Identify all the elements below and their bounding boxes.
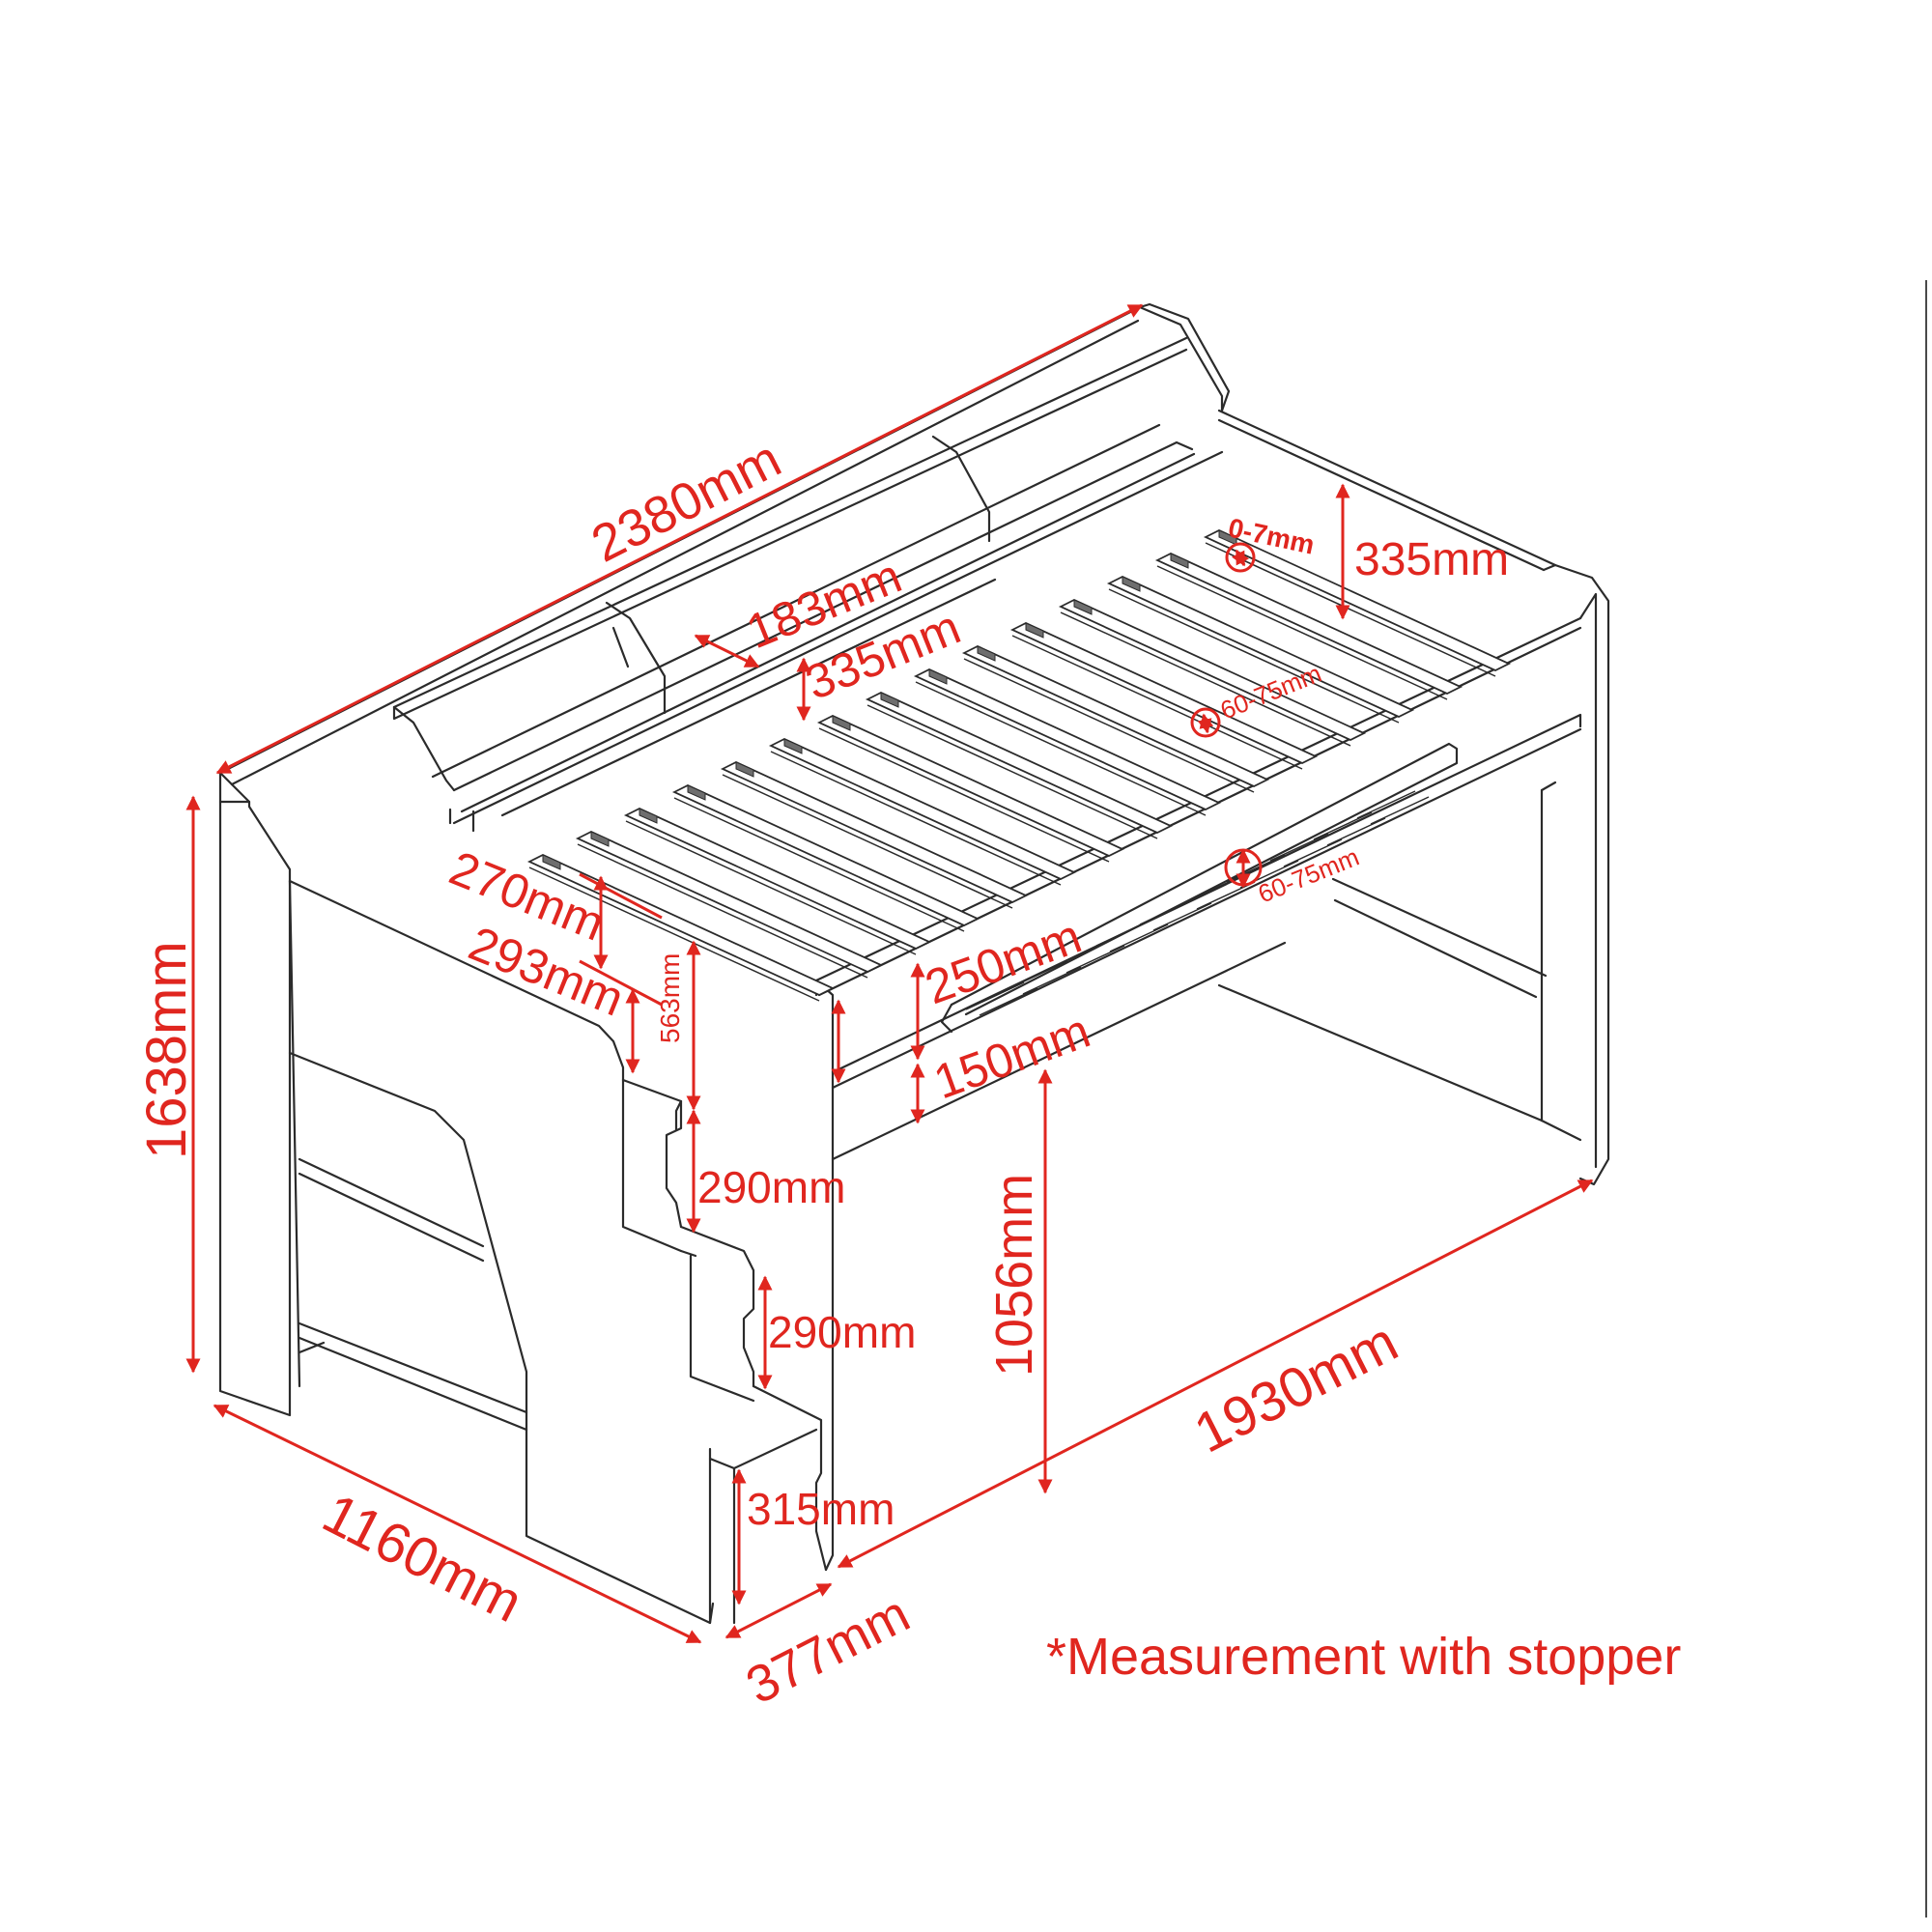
dimension-lines [185, 303, 1594, 1644]
bed-slat-edge [577, 843, 868, 979]
label-335-right: 335mm [1354, 534, 1509, 585]
dim-tick-270 [579, 872, 663, 920]
lower-slats [965, 790, 1430, 1016]
bed-slat-edge [673, 797, 965, 932]
dimension-labels: 2380mm 183mm 335mm 0-7mm 335mm 60-75mm 6… [135, 430, 1681, 1716]
dim-line-1160 [213, 1404, 702, 1644]
bed-slat [623, 808, 932, 950]
bed-slat-end-cap [687, 784, 706, 801]
label-315: 315mm [747, 1484, 895, 1534]
label-250: 250mm [919, 909, 1089, 1015]
bed-slat-edge [722, 774, 1013, 909]
dim-line-183 [694, 634, 760, 668]
bed-slat-edge [1205, 542, 1496, 677]
bed-slat-edge [867, 704, 1158, 839]
bed-drawing [218, 302, 1610, 1625]
label-290-low: 290mm [768, 1307, 916, 1357]
label-377: 377mm [737, 1584, 919, 1715]
label-60-75-lower: 60-75mm [1254, 842, 1363, 909]
bed-slat-end-cap [1170, 553, 1189, 569]
dim-line-1930 [837, 1179, 1594, 1569]
lower-slat [1052, 939, 1125, 974]
slat-indicator-circle-top [1190, 707, 1221, 738]
bed-slat-edge [1156, 565, 1448, 700]
lower-slat [1269, 833, 1343, 867]
label-1056: 1056mm [985, 1174, 1043, 1377]
lower-slat [1139, 896, 1212, 931]
left-end-panel [218, 771, 292, 883]
dim-line-2380 [215, 303, 1144, 775]
label-150: 150mm [927, 1004, 1097, 1110]
lower-slat [965, 981, 1038, 1016]
bed-slat-edge [915, 681, 1207, 816]
bed-slat-end-cap [542, 854, 561, 870]
bed-slat-edge [818, 727, 1110, 863]
bed-slat [671, 784, 980, 926]
label-1160: 1160mm [313, 1482, 532, 1634]
stair-side-panel [288, 879, 625, 1082]
bed-slat [1154, 553, 1463, 695]
footnote-measurement: *Measurement with stopper [1046, 1628, 1681, 1686]
label-1638: 1638mm [135, 941, 198, 1159]
stair-step-top [621, 1078, 683, 1229]
lower-slat [1095, 918, 1169, 952]
lower-slat [1009, 960, 1082, 995]
bed-slat-edge [528, 867, 820, 1002]
bed-slat-edge [963, 658, 1255, 793]
bed-slat-edge [1108, 588, 1400, 724]
bed-slat-edge [625, 820, 917, 955]
label-290-mid: 290mm [697, 1162, 845, 1212]
stair-step-low [752, 1384, 828, 1572]
lower-slat [1313, 811, 1386, 846]
gap-indicator-circle [1225, 542, 1256, 573]
stair-step-mid [679, 1225, 755, 1388]
label-563: 563mm [655, 953, 685, 1043]
bed-slat-end-cap [639, 808, 658, 824]
bed-slat [1203, 529, 1512, 671]
dim-line-377 [724, 1582, 833, 1639]
dim-tick-293 [579, 959, 663, 1007]
bed-slat-end-cap [590, 831, 610, 847]
bed-slat-edge [770, 751, 1062, 886]
lower-slat [1356, 790, 1430, 825]
bed-slat [575, 831, 884, 973]
